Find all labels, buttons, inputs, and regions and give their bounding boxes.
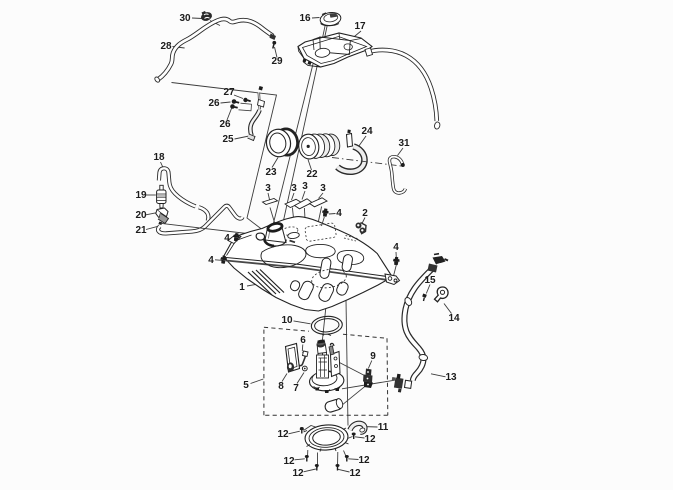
svg-text:13: 13 — [445, 372, 457, 383]
svg-text:3: 3 — [302, 181, 308, 192]
svg-text:29: 29 — [271, 56, 283, 67]
svg-text:16: 16 — [299, 13, 311, 24]
svg-text:12: 12 — [349, 468, 361, 479]
svg-text:26: 26 — [219, 119, 231, 130]
svg-text:15: 15 — [424, 275, 436, 286]
svg-text:24: 24 — [361, 126, 373, 137]
svg-text:4: 4 — [208, 255, 214, 266]
svg-text:11: 11 — [378, 422, 389, 433]
svg-text:4: 4 — [336, 208, 342, 219]
svg-text:9: 9 — [370, 351, 376, 362]
svg-text:12: 12 — [283, 456, 295, 467]
svg-text:5: 5 — [243, 380, 249, 391]
svg-text:18: 18 — [153, 152, 165, 163]
svg-text:10: 10 — [281, 315, 293, 326]
svg-text:17: 17 — [354, 21, 366, 32]
svg-text:20: 20 — [135, 210, 147, 221]
svg-text:23: 23 — [265, 167, 277, 178]
svg-text:12: 12 — [292, 468, 304, 479]
svg-text:3: 3 — [265, 183, 271, 194]
svg-text:2: 2 — [362, 208, 368, 219]
svg-text:1: 1 — [239, 282, 245, 293]
svg-text:26: 26 — [208, 98, 220, 109]
svg-text:12: 12 — [358, 455, 370, 466]
svg-text:27: 27 — [223, 87, 235, 98]
svg-text:28: 28 — [160, 41, 172, 52]
svg-text:30: 30 — [179, 13, 191, 24]
svg-text:22: 22 — [306, 169, 318, 180]
svg-text:12: 12 — [277, 429, 289, 440]
svg-text:12: 12 — [364, 434, 376, 445]
svg-text:7: 7 — [293, 383, 299, 394]
svg-text:4: 4 — [393, 242, 399, 253]
svg-text:8: 8 — [278, 381, 284, 392]
svg-text:14: 14 — [448, 313, 460, 324]
svg-text:4: 4 — [224, 233, 230, 244]
svg-text:3: 3 — [320, 183, 326, 194]
svg-text:6: 6 — [300, 335, 306, 346]
svg-text:3: 3 — [291, 183, 297, 194]
svg-text:19: 19 — [135, 190, 147, 201]
svg-text:25: 25 — [222, 134, 234, 145]
svg-text:21: 21 — [135, 225, 147, 236]
svg-text:31: 31 — [398, 138, 410, 149]
